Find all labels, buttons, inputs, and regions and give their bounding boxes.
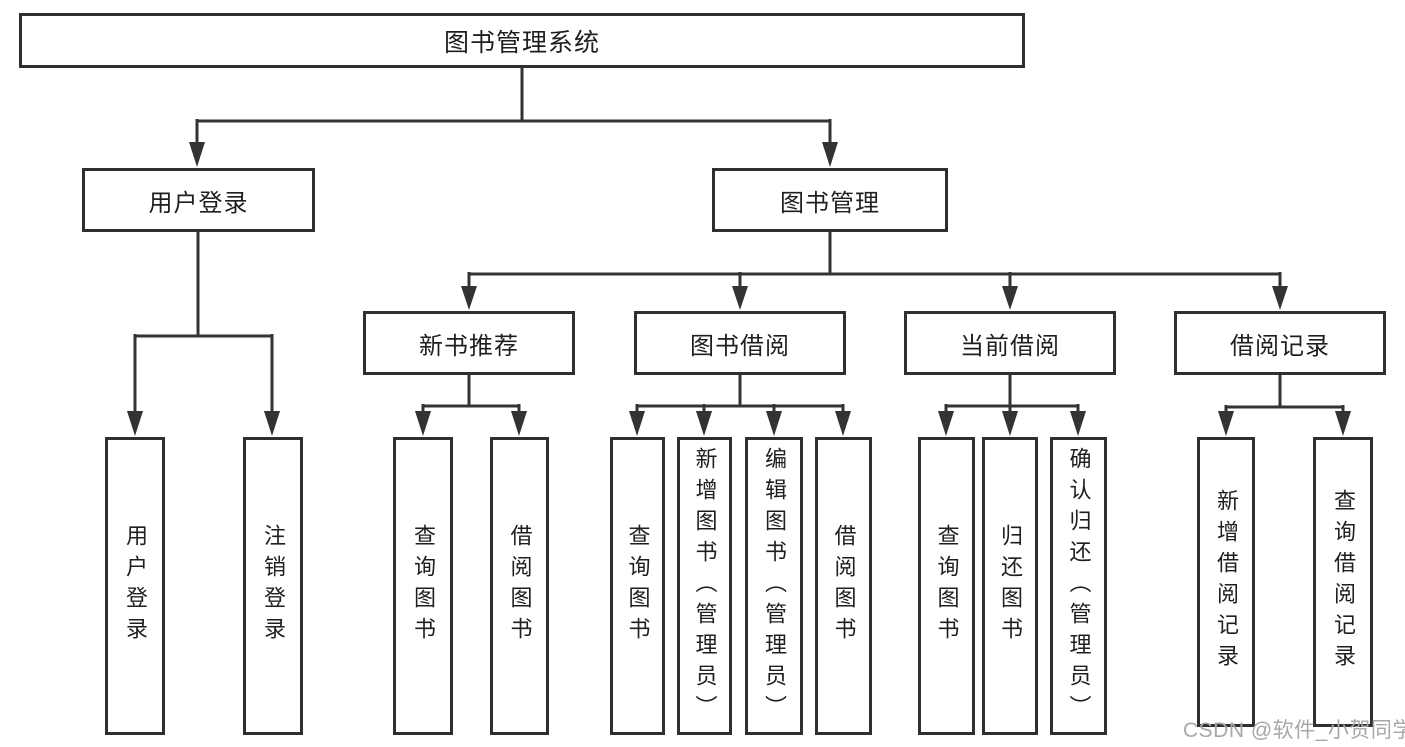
node-root: 图书管理系统 [19, 13, 1025, 68]
node-book-management: 图书管理 [712, 168, 948, 232]
node-new-book-recommend: 新书推荐 [363, 311, 575, 375]
connector-user-login-branch [133, 232, 274, 412]
leaf-borrow-book: 借阅图书 [815, 437, 872, 735]
connector-book-borrow-branch [635, 375, 845, 412]
connector-new-book-branch [421, 375, 521, 412]
leaf-add-book-admin: 新增图书（管理员） [677, 437, 732, 735]
leaf-borrow-book-recommend: 借阅图书 [490, 437, 549, 735]
node-borrow-records: 借阅记录 [1174, 311, 1386, 375]
connector-book-management-branch [467, 232, 1282, 288]
leaf-user-login: 用户登录 [105, 437, 165, 735]
node-current-borrow: 当前借阅 [904, 311, 1116, 375]
leaf-logout-login: 注销登录 [243, 437, 303, 735]
node-book-borrow: 图书借阅 [634, 311, 846, 375]
connector-current-borrow-branch [944, 375, 1080, 412]
watermark: CSDN @软件_小贺同学 [1183, 719, 1405, 742]
leaf-query-borrow-record: 查询借阅记录 [1313, 437, 1373, 727]
leaf-edit-book-admin: 编辑图书（管理员） [745, 437, 803, 735]
leaf-query-book-current: 查询图书 [918, 437, 975, 735]
connector-borrow-records-branch [1224, 375, 1345, 412]
leaf-confirm-return-admin: 确认归还（管理员） [1050, 437, 1107, 735]
leaf-add-borrow-record: 新增借阅记录 [1197, 437, 1255, 727]
connector-root-branch [195, 68, 832, 144]
leaf-query-book-recommend: 查询图书 [393, 437, 453, 735]
leaf-query-book-borrow: 查询图书 [610, 437, 665, 735]
leaf-return-book: 归还图书 [982, 437, 1038, 735]
node-user-login: 用户登录 [82, 168, 315, 232]
arrowheads [127, 142, 1351, 436]
